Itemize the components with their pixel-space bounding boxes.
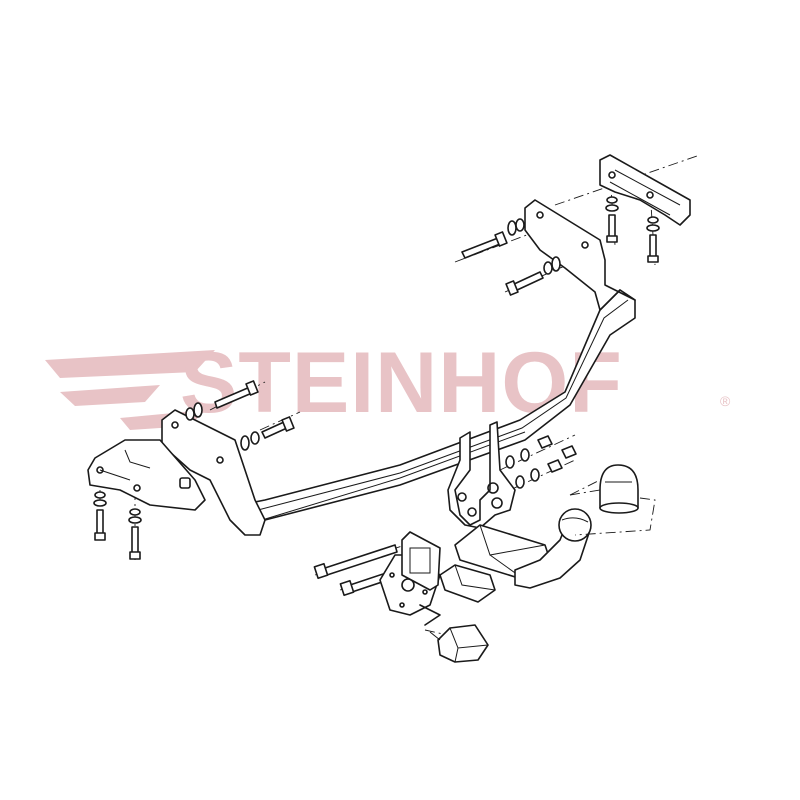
registered-mark: ® — [720, 393, 731, 409]
ball-cover-cap — [569, 464, 656, 536]
steinhof-watermark: STEINHOF ® — [45, 335, 731, 431]
tow-ball-neck — [439, 421, 592, 603]
socket-plate — [379, 531, 441, 616]
right-bracket — [524, 154, 691, 311]
electric-socket — [419, 604, 489, 663]
left-bracket — [87, 409, 266, 536]
